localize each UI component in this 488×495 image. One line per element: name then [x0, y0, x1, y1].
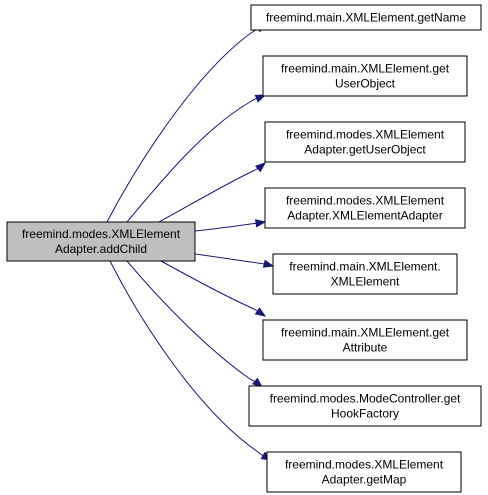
callee-node-label-line: freemind.modes.ModeController.get — [270, 392, 461, 406]
graph-nodes: freemind.modes.XMLElement Adapter.addChi… — [6, 4, 482, 493]
root-node-label-line-2: Adapter.addChild — [55, 242, 147, 256]
callee-node-label-line: Adapter.getMap — [322, 473, 407, 487]
call-edge-line — [158, 167, 260, 223]
callee-node-label-line: freemind.main.XMLElement.getName — [266, 11, 466, 25]
call-edge — [194, 253, 275, 268]
root-node[interactable]: freemind.modes.XMLElement Adapter.addChi… — [6, 221, 196, 262]
arrowhead-icon — [262, 259, 275, 268]
callee-node[interactable]: freemind.modes.ModeController.getHookFac… — [248, 385, 482, 427]
arrowhead-icon — [251, 377, 264, 388]
call-edge-line — [126, 260, 257, 383]
callee-node[interactable]: freemind.modes.XMLElementAdapter.XMLElem… — [264, 187, 466, 229]
callee-node-box — [248, 385, 482, 427]
callee-node-box — [262, 55, 468, 97]
callee-node-box — [264, 121, 466, 163]
call-edge — [109, 260, 273, 461]
call-edge — [160, 260, 267, 317]
call-edge — [158, 162, 267, 223]
call-edge-line — [160, 260, 260, 313]
callee-node-label-line: freemind.main.XMLElement. — [289, 260, 440, 274]
callee-node-label-line: HookFactory — [331, 407, 399, 421]
callee-node[interactable]: freemind.modes.XMLElementAdapter.getUser… — [264, 121, 466, 163]
arrowhead-icon — [254, 307, 267, 317]
callee-node-label-line: Attribute — [343, 341, 388, 355]
callee-node-label-line: freemind.main.XMLElement.get — [281, 326, 450, 340]
callee-node-box — [264, 187, 466, 229]
callee-node-label-line: Adapter.XMLElementAdapter — [287, 209, 442, 223]
call-edge-line — [194, 222, 259, 232]
call-edge — [126, 260, 264, 388]
callee-node[interactable]: freemind.modes.XMLElementAdapter.getMap — [266, 451, 462, 493]
callee-node-box — [262, 319, 468, 361]
callee-node-label-line: freemind.main.XMLElement.get — [281, 62, 450, 76]
call-edge — [194, 219, 267, 232]
arrowhead-icon — [254, 219, 267, 228]
callee-node-box — [266, 451, 462, 493]
callee-node[interactable]: freemind.main.XMLElement.getName — [250, 4, 482, 31]
callee-node-label-line: UserObject — [335, 77, 396, 91]
callee-node-label-line: freemind.modes.XMLElement — [285, 458, 444, 472]
call-edge — [106, 23, 268, 223]
call-edge-line — [126, 97, 259, 223]
callee-node-label-line: XMLElement — [331, 275, 400, 289]
callee-node-box — [250, 4, 482, 31]
callee-node-box — [272, 253, 458, 295]
callee-node-label-line: freemind.modes.XMLElement — [286, 128, 445, 142]
call-edge-line — [106, 27, 260, 223]
call-edge-line — [109, 260, 265, 457]
callee-node-label-line: freemind.modes.XMLElement — [286, 194, 445, 208]
callee-node-label-line: Adapter.getUserObject — [304, 143, 426, 157]
callee-node[interactable]: freemind.main.XMLElement.getUserObject — [262, 55, 468, 97]
arrowhead-icon — [254, 162, 267, 173]
call-edges — [106, 23, 275, 461]
callee-node[interactable]: freemind.main.XMLElement.XMLElement — [272, 253, 458, 295]
root-node-label-line-1: freemind.modes.XMLElement — [22, 227, 181, 241]
call-edge — [126, 94, 267, 223]
arrowhead-icon — [254, 94, 267, 103]
call-edge-line — [194, 253, 266, 265]
